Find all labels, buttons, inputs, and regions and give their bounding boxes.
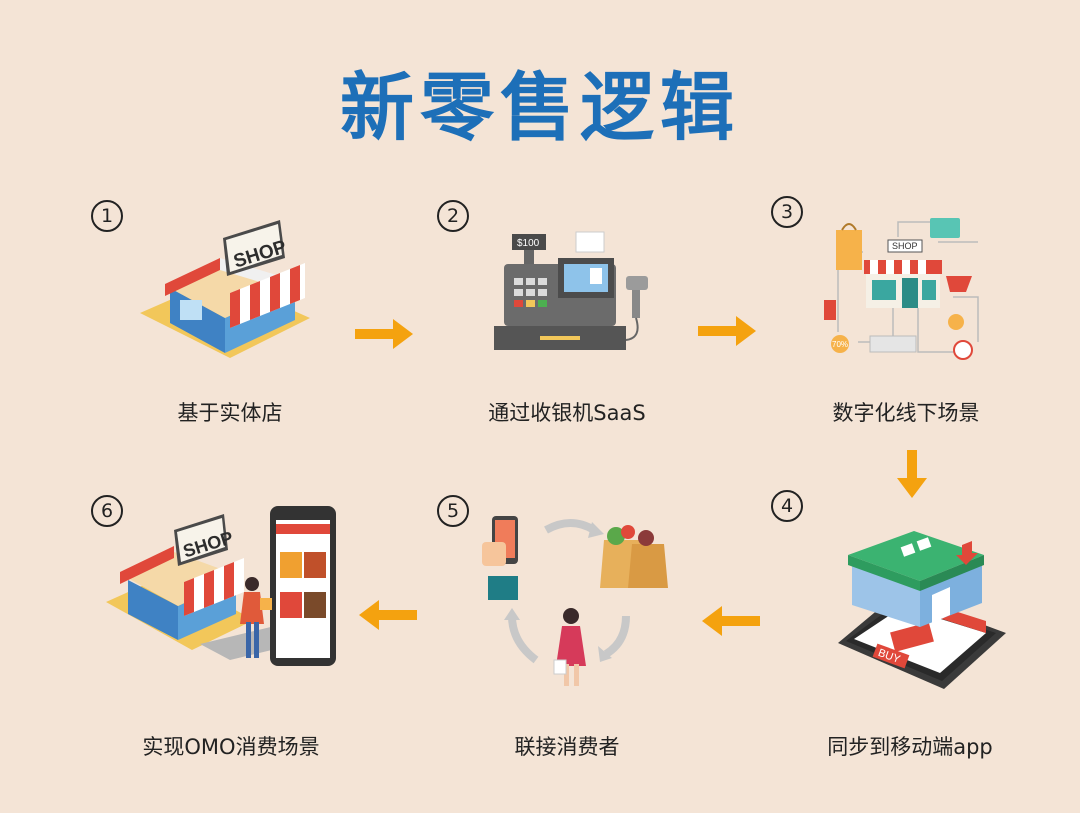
step-5-number: 5 [437,495,469,527]
step-1-label: 基于实体店 [177,401,283,425]
shop-building-icon: SHOP [140,220,310,358]
page-title: 新零售逻辑 [340,65,740,151]
step-6-number: 6 [91,495,123,527]
arrow-2-to-3 [698,316,756,346]
step-3-number: 3 [771,196,803,228]
digital-store-network-icon: SHOP 70% [824,218,979,360]
step-4-number: 4 [771,490,803,522]
arrow-3-to-4 [897,450,927,498]
step-3-label: 数字化线下场景 [832,401,980,425]
register-price-text: $100 [517,238,540,249]
store-on-phone-icon: BUY [838,531,1006,689]
percent-tag-text: 70% [832,340,848,349]
arrow-5-to-6 [359,600,417,630]
shop-and-phone-icon: SHOP [106,506,336,666]
step-4-label: 同步到移动端app [827,735,993,759]
store-sign-text: SHOP [892,241,918,251]
step-2-number: 2 [437,200,469,232]
arrow-4-to-5 [702,606,760,636]
step-2-label: 通过收银机SaaS [488,401,646,425]
step-6-label: 实现OMO消费场景 [142,735,320,759]
step-1-number: 1 [91,200,123,232]
cash-register-icon: $100 [494,231,648,350]
arrow-1-to-2 [355,319,413,349]
consumer-cycle-icon [482,516,668,686]
step-5-label: 联接消费者 [514,735,620,759]
